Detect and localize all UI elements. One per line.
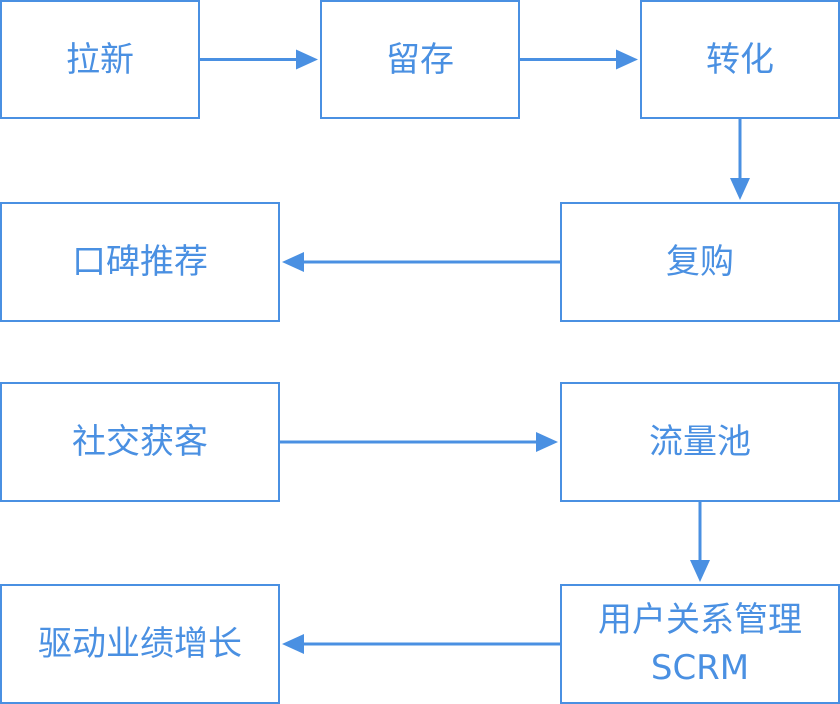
- arrowhead: [690, 560, 710, 582]
- edge-arrow: [280, 432, 558, 452]
- node-label: 留存: [386, 39, 454, 80]
- node-retention: 留存: [320, 0, 520, 119]
- node-label-sub: SCRM: [650, 648, 750, 688]
- node-label: 拉新: [66, 39, 134, 80]
- arrowhead: [282, 634, 304, 654]
- node-drive-growth: 驱动业绩增长: [0, 584, 280, 704]
- node-label: 用户关系管理: [598, 600, 802, 640]
- edge-arrow: [690, 502, 710, 582]
- edge-arrow: [200, 49, 318, 70]
- node-label: 复购: [666, 242, 734, 282]
- arrowhead: [616, 49, 638, 70]
- arrowhead: [296, 49, 318, 70]
- arrowhead: [282, 252, 304, 272]
- arrowhead: [730, 178, 750, 200]
- arrowhead: [536, 432, 558, 452]
- node-scrm: 用户关系管理 SCRM: [560, 584, 840, 704]
- edge-arrow: [520, 49, 638, 70]
- edge-arrow: [730, 119, 750, 200]
- node-label: 口碑推荐: [72, 242, 208, 282]
- edge-arrow: [282, 634, 560, 654]
- node-social-acquisition: 社交获客: [0, 382, 280, 502]
- node-label: 转化: [706, 39, 774, 80]
- node-label: 社交获客: [72, 422, 208, 462]
- node-conversion: 转化: [640, 0, 840, 119]
- node-repurchase: 复购: [560, 202, 840, 322]
- node-label: 流量池: [649, 422, 751, 462]
- node-traffic-pool: 流量池: [560, 382, 840, 502]
- node-word-of-mouth: 口碑推荐: [0, 202, 280, 322]
- node-acquisition: 拉新: [0, 0, 200, 119]
- node-label: 驱动业绩增长: [38, 624, 242, 664]
- edge-arrow: [282, 252, 560, 272]
